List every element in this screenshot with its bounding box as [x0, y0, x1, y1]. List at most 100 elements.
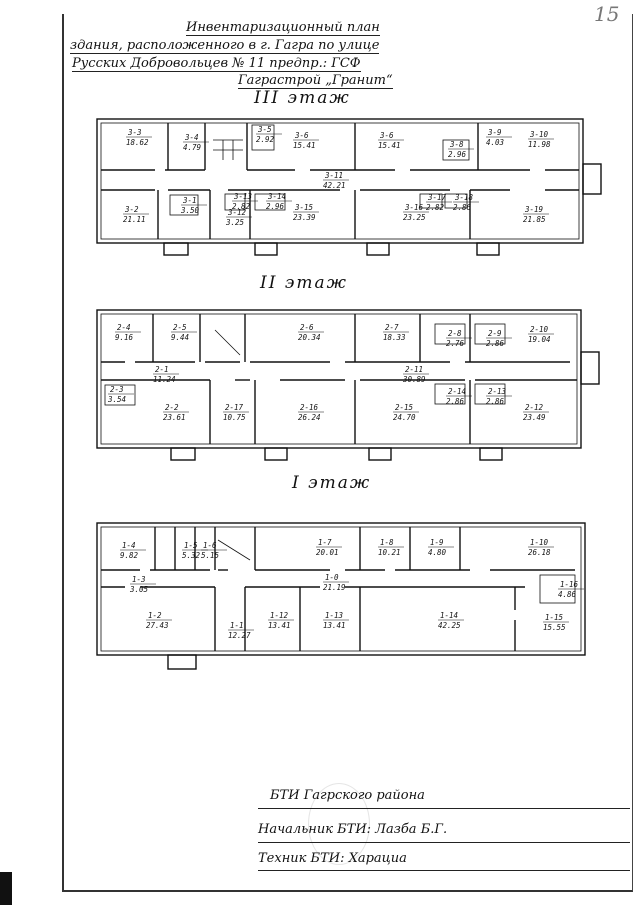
- room-area: 2.86: [486, 339, 505, 348]
- room-area: 15.41: [378, 141, 401, 150]
- room-id: 2-3: [110, 385, 124, 394]
- signature-underline-3: [258, 870, 630, 871]
- room-id: 2-9: [488, 329, 502, 338]
- room-area: 15.41: [293, 141, 316, 150]
- floor-1-title: I этаж: [292, 473, 372, 493]
- room-id: 2-15: [395, 403, 414, 412]
- room-id: 3-2: [124, 205, 139, 214]
- signature-line-3: Техник БТИ: Харациа: [258, 851, 407, 866]
- room-area: 20.34: [298, 333, 321, 342]
- room-area: 15.55: [543, 623, 566, 632]
- room-area: 9.16: [115, 333, 134, 342]
- room-id: 2-2: [165, 403, 179, 412]
- room-area: 2.82: [426, 203, 445, 212]
- room-area: 11.98: [528, 140, 551, 149]
- room-area: 9.44: [171, 333, 189, 342]
- room-id: 3-1: [182, 196, 197, 205]
- room-area: 2.76: [446, 339, 465, 348]
- room-area: 21.11: [123, 215, 146, 224]
- room-area: 2.96: [266, 202, 285, 211]
- floor-2-title: II этаж: [260, 273, 348, 293]
- room-id: 2-6: [300, 323, 314, 332]
- floor-1-plan: [96, 522, 586, 670]
- room-id: 3-8: [449, 140, 464, 149]
- room-area: 3.25: [225, 218, 245, 227]
- room-id: 3-6: [379, 131, 394, 140]
- room-area: 3.54: [107, 395, 126, 404]
- room-id: 1-15: [545, 613, 564, 622]
- room-area: 10.75: [223, 413, 246, 422]
- room-id: 3-17: [427, 193, 447, 202]
- room-area: 19.04: [528, 335, 551, 344]
- room-id: 2-7: [385, 323, 399, 332]
- room-area: 21.85: [523, 215, 546, 224]
- room-id: 2-8: [448, 329, 462, 338]
- room-area: 23.49: [523, 413, 546, 422]
- room-id: 2-4: [117, 323, 131, 332]
- floor-3-title: III этаж: [254, 88, 351, 108]
- room-id: 1-7: [318, 538, 332, 547]
- room-id: 3-11: [324, 171, 343, 180]
- room-area: 42.25: [438, 621, 461, 630]
- room-area: 23.39: [293, 213, 316, 222]
- header-line-3: Русских Добровольцев № 11 предпр.: ГСФ: [72, 56, 361, 72]
- room-area: 10.21: [378, 548, 401, 557]
- room-area: 2.86: [446, 397, 465, 406]
- room-id: 1-16: [560, 580, 579, 589]
- room-id: 1-13: [325, 611, 344, 620]
- room-area: 27.43: [146, 621, 169, 630]
- room-id: 1-10: [530, 538, 549, 547]
- room-id: 3-18: [454, 193, 474, 202]
- room-area: 3.05: [129, 585, 149, 594]
- room-area: 24.70: [393, 413, 416, 422]
- room-area: 2.96: [448, 150, 467, 159]
- room-id: 2-10: [530, 325, 549, 334]
- room-area: 23.61: [163, 413, 186, 422]
- header-line-2: здания, расположенного в г. Гагра по ули…: [70, 38, 380, 54]
- room-area: 4.80: [428, 548, 447, 557]
- room-id: 2-12: [525, 403, 544, 412]
- room-id: 1-14: [440, 611, 458, 620]
- room-id: 1-8: [380, 538, 394, 547]
- room-area: 2.82: [232, 202, 251, 211]
- room-id: 2-14: [448, 387, 466, 396]
- room-id: 1-0: [325, 573, 339, 582]
- room-id: 3-3: [127, 128, 142, 137]
- room-id: 1-4: [122, 541, 136, 550]
- room-id: 2-11: [405, 365, 423, 374]
- room-id: 1-2: [148, 611, 162, 620]
- room-id: 3-12: [227, 208, 247, 217]
- room-id: 1-1: [230, 621, 244, 630]
- room-area: 20.01: [316, 548, 339, 557]
- room-id: 2-5: [173, 323, 187, 332]
- room-area: 26.24: [298, 413, 321, 422]
- room-area: 2.86: [486, 397, 505, 406]
- room-area: 5.32: [182, 551, 201, 560]
- room-area: 3.50: [180, 206, 200, 215]
- header-line-4: Гаграстрой „Гранит“: [238, 73, 393, 89]
- signature-line-2: Начальник БТИ: Лазба Б.Г.: [258, 822, 448, 837]
- room-area: 2.86: [453, 203, 472, 212]
- room-id: 3-13: [233, 192, 253, 201]
- room-area: 23.25: [403, 213, 426, 222]
- room-id: 3-9: [487, 128, 502, 137]
- room-area: 42.21: [323, 181, 346, 190]
- room-id: 3-4: [184, 133, 199, 142]
- room-id: 1-6: [203, 541, 217, 550]
- floor-2-plan: [96, 309, 600, 461]
- signature-underline-1: [258, 808, 630, 809]
- room-id: 3-5: [257, 125, 272, 134]
- room-area: 12.27: [228, 631, 251, 640]
- room-id: 2-1: [155, 365, 169, 374]
- room-area: 5.15: [201, 551, 220, 560]
- room-id: 1-9: [430, 538, 444, 547]
- room-id: 1-5: [184, 541, 198, 550]
- room-id: 2-16: [300, 403, 319, 412]
- room-area: 30.89: [402, 375, 426, 384]
- header-line-1: Инвентаризационный план: [186, 20, 380, 36]
- signature-underline-2: [258, 842, 630, 843]
- signature-line-1: БТИ Гагрского района: [270, 788, 425, 803]
- room-id: 2-13: [488, 387, 507, 396]
- room-area: 13.41: [268, 621, 291, 630]
